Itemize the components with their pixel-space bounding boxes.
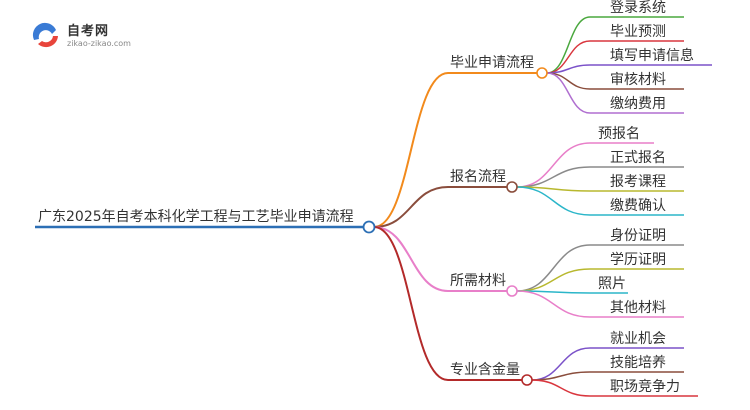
branch-connector: [373, 226, 449, 381]
root-label: 广东2025年自考本科化学工程与工艺毕业申请流程: [38, 209, 354, 225]
leaf-connector: [516, 142, 591, 188]
branch-node: [506, 285, 518, 297]
leaf-connector: [516, 268, 591, 292]
leaf-label: 登录系统: [610, 0, 666, 16]
leaf-connector: [546, 72, 591, 114]
leaf-label: 就业机会: [610, 331, 666, 347]
branch-label: 毕业申请流程: [450, 55, 534, 71]
logo-title: 自考网: [67, 24, 110, 39]
logo: 自考网 zikao-zikao.com: [30, 18, 140, 54]
leaf-label: 填写申请信息: [610, 47, 694, 64]
root-node: [362, 220, 376, 234]
leaf-connector: [516, 290, 591, 318]
leaf-label: 正式报名: [610, 150, 666, 166]
leaf-label: 照片: [598, 276, 626, 292]
branch-connector: [373, 226, 449, 292]
leaf-label: 职场竞争力: [610, 378, 680, 395]
branch-connector: [373, 72, 449, 228]
logo-mark-icon: [32, 22, 58, 48]
leaf-label: 其他材料: [610, 300, 666, 316]
branch-connector: [373, 186, 449, 228]
leaf-connector: [516, 244, 591, 292]
branch-label: 专业含金量: [450, 362, 520, 378]
branch-node: [506, 181, 518, 193]
leaf-label: 缴费确认: [610, 198, 666, 214]
leaf-label: 学历证明: [610, 252, 666, 268]
leaf-connector: [531, 347, 591, 381]
leaf-connector: [546, 16, 591, 74]
leaf-label: 审核材料: [610, 72, 666, 88]
leaf-connector: [516, 166, 591, 188]
branch-label: 报名流程: [450, 169, 506, 185]
branch-node: [521, 374, 533, 386]
branch-node: [536, 67, 548, 79]
leaf-label: 身份证明: [610, 228, 666, 244]
leaf-label: 报考课程: [610, 174, 666, 190]
leaf-connector: [546, 72, 591, 90]
leaf-label: 缴纳费用: [610, 96, 666, 112]
leaf-connector: [531, 379, 591, 397]
leaf-label: 预报名: [598, 126, 640, 142]
leaf-connector: [516, 186, 591, 216]
leaf-label: 技能培养: [610, 355, 666, 371]
branch-label: 所需材料: [450, 273, 506, 289]
leaf-label: 毕业预测: [610, 24, 666, 40]
logo-subtitle: zikao-zikao.com: [67, 39, 131, 48]
